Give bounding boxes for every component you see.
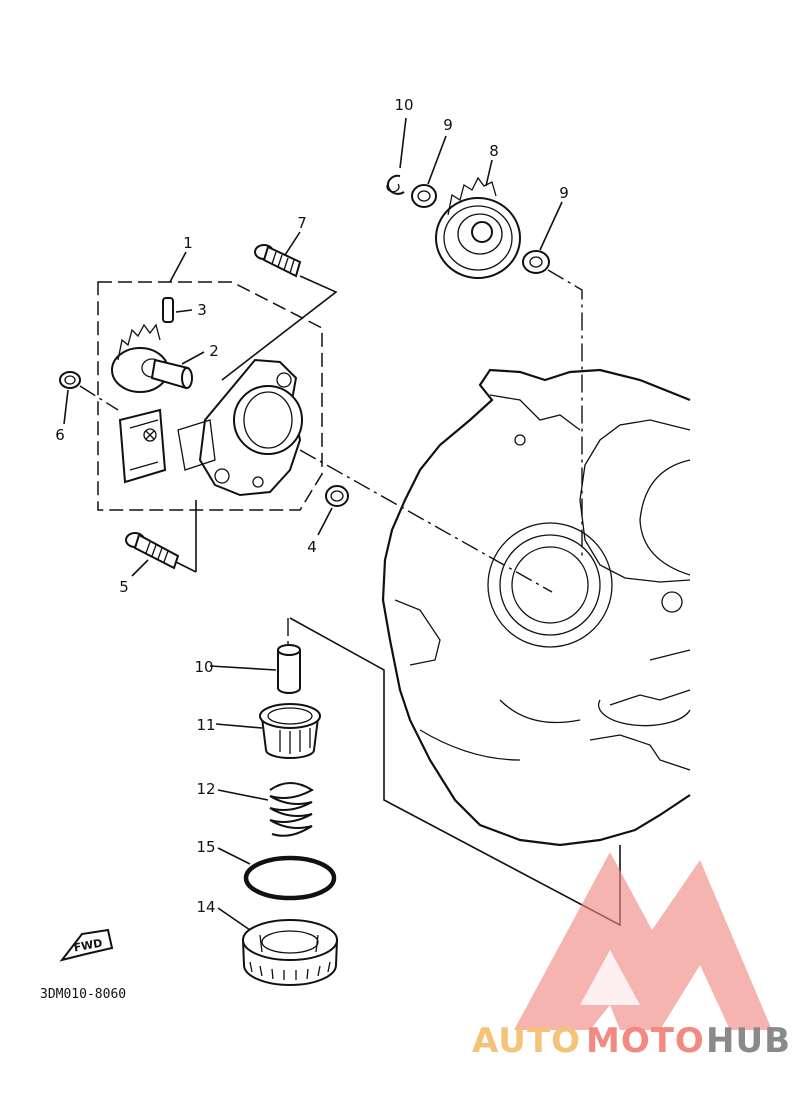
oil-pump-body xyxy=(118,358,303,497)
oil-pump-gear-shaft xyxy=(111,323,193,393)
label-15: 15 xyxy=(196,838,215,856)
o-ring-part-15 xyxy=(243,855,337,901)
circlip-part xyxy=(386,174,405,195)
label-1: 1 xyxy=(183,234,193,252)
fwd-label: FWD xyxy=(73,937,104,955)
label-11: 10 xyxy=(194,658,213,676)
label-12: 11 xyxy=(196,716,215,734)
drain-plug-part xyxy=(241,919,339,986)
label-2: 2 xyxy=(209,342,219,360)
o-ring-part-4 xyxy=(325,485,349,507)
label-4: 4 xyxy=(307,538,317,556)
crankcase-outline xyxy=(381,368,691,847)
gear-part-8 xyxy=(435,176,521,279)
bolt-part-7 xyxy=(254,244,302,278)
label-14: 14 xyxy=(196,898,215,916)
label-13: 12 xyxy=(196,780,215,798)
strainer-pipe-part xyxy=(277,644,301,694)
brand-moto: MOTO xyxy=(586,1021,705,1061)
label-8: 8 xyxy=(489,142,499,160)
washer-part-9-upper xyxy=(411,184,437,208)
part-number-labels: 10 9 8 9 7 1 3 2 6 4 5 10 11 12 15 14 xyxy=(55,96,569,916)
label-9-upper: 9 xyxy=(443,116,453,134)
label-5: 5 xyxy=(119,578,129,596)
leader-lines xyxy=(63,117,563,931)
oil-pump-assembly-group xyxy=(97,281,323,511)
brand-hub: HUB xyxy=(706,1021,791,1061)
forward-direction-marker: FWD xyxy=(59,928,114,962)
pin-part xyxy=(162,297,174,323)
brand-auto: AUTO xyxy=(472,1021,581,1061)
label-3: 3 xyxy=(197,301,207,319)
bolt-part-5 xyxy=(125,532,180,570)
washer-part-9-lower xyxy=(522,250,550,274)
strainer-part xyxy=(259,703,321,759)
watermark-logo xyxy=(514,852,772,1030)
label-10: 10 xyxy=(394,96,413,114)
drawing-code: 3DM010-8060 xyxy=(40,987,126,1002)
o-ring-part-6 xyxy=(59,371,81,389)
label-9-lower: 9 xyxy=(559,184,569,202)
watermark-brand: AUTO MOTO HUB xyxy=(472,1021,791,1061)
spring-part xyxy=(269,782,314,837)
label-6: 6 xyxy=(55,426,65,444)
label-7: 7 xyxy=(297,214,307,232)
